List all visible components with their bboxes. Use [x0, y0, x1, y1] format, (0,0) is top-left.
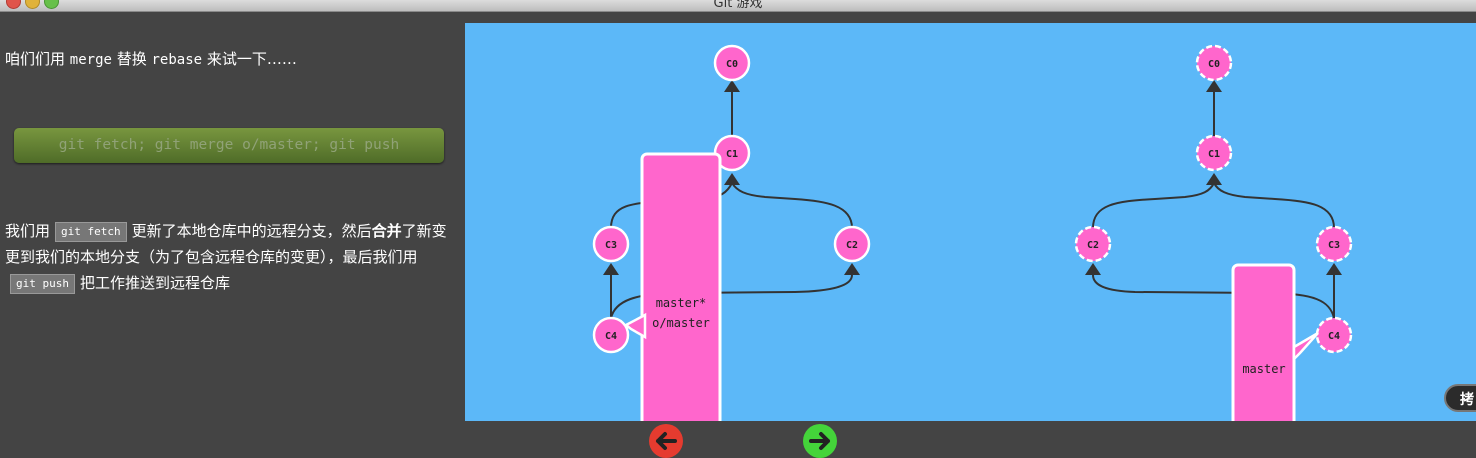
window-title: Git 游戏	[713, 0, 763, 11]
remote-edges	[1085, 80, 1342, 319]
git-visualization: C0 C1 C2 C3 C4 master* o/master	[465, 23, 1476, 421]
arrow-right-icon	[809, 432, 830, 450]
remote-commits: C0 C1 C2 C3 C4	[1074, 44, 1353, 354]
inline-code-git-push: git push	[10, 274, 75, 294]
run-command-button[interactable]: git fetch; git merge o/master; git push	[14, 128, 444, 163]
local-commit-c0-label: C0	[726, 59, 738, 70]
local-branch-box: master* o/master	[623, 152, 722, 421]
intro-prefix: 咱们们用	[5, 50, 70, 68]
instruction-panel: 咱们们用 merge 替换 rebase 来试一下…… git fetch; g…	[0, 12, 462, 450]
local-commit-c0	[713, 44, 751, 82]
remote-commit-c4-label: C4	[1328, 331, 1340, 342]
remote-branch-pointer	[1292, 331, 1319, 363]
intro-suffix: 来试一下……	[202, 50, 297, 68]
previous-step-button[interactable]	[649, 424, 683, 458]
local-commit-c1-label: C1	[726, 149, 738, 160]
remote-commit-c3	[1315, 225, 1353, 263]
local-commit-c2	[833, 225, 871, 263]
desc-part3: 了新变更到我们的本地分支（为了包含远程仓库的变更），最后我们用	[5, 222, 447, 266]
local-commits: C0 C1 C2 C3 C4	[592, 44, 871, 354]
remote-branch-box: master	[1231, 263, 1319, 421]
edge-c2-c1-remote	[1092, 182, 1215, 229]
branch-label-remote-master: master	[1242, 362, 1285, 376]
remote-commit-c2	[1074, 225, 1112, 263]
undo-button[interactable]: 拷	[1444, 384, 1476, 412]
remote-commit-c1-label: C1	[1208, 149, 1220, 160]
intro-mid: 替换	[111, 50, 152, 68]
desc-part2: 更新了本地仓库中的远程分支，然后	[131, 222, 372, 240]
remote-commit-c4	[1315, 316, 1353, 354]
inline-code-git-fetch: git fetch	[55, 222, 127, 242]
remote-commit-c1	[1195, 134, 1233, 172]
branch-label-master-star: master*	[656, 296, 707, 310]
remote-commit-c2-label: C2	[1087, 240, 1099, 251]
local-commit-c2-label: C2	[846, 240, 858, 251]
edge-c4-c2-remote	[1092, 274, 1335, 319]
edge-c2-c1-local	[731, 182, 853, 229]
remote-commit-c3-label: C3	[1328, 240, 1340, 251]
local-commit-c4-label: C4	[605, 331, 617, 342]
local-branch-pointer	[623, 312, 647, 340]
remote-commit-c0	[1195, 44, 1233, 82]
intro-text: 咱们们用 merge 替换 rebase 来试一下……	[5, 48, 297, 69]
edge-c3-c1-remote	[1213, 182, 1335, 229]
branch-label-o-master: o/master	[652, 316, 710, 330]
commit-graph: C0 C1 C2 C3 C4 master* o/master	[592, 44, 1353, 421]
intro-code-rebase: rebase	[151, 52, 203, 68]
desc-part4: 把工作推送到远程仓库	[79, 274, 230, 292]
desc-part1: 我们用	[5, 222, 51, 240]
local-commit-c4	[592, 316, 630, 354]
local-commit-c3-label: C3	[605, 240, 617, 251]
remote-commit-c0-label: C0	[1208, 59, 1220, 70]
intro-code-merge: merge	[69, 52, 112, 68]
title-bar: Git 游戏	[0, 0, 1476, 12]
arrow-left-icon	[656, 432, 677, 450]
desc-bold-merge: 合并	[371, 222, 402, 240]
local-commit-c3	[592, 225, 630, 263]
next-step-button[interactable]	[803, 424, 837, 458]
